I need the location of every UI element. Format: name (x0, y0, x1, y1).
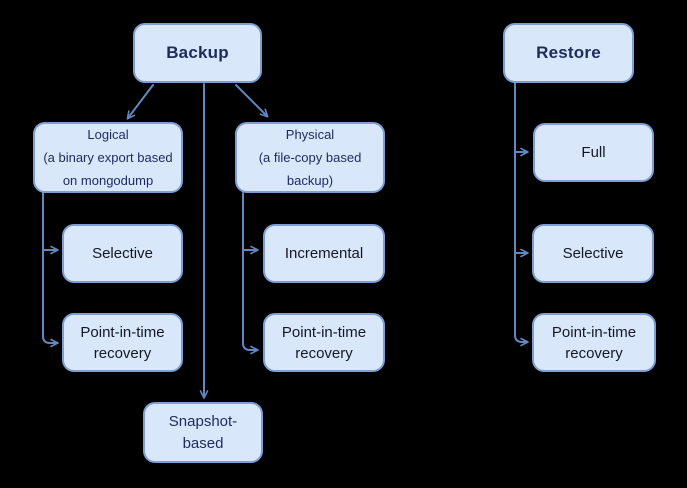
node-incremental: Incremental (263, 224, 385, 283)
node-incremental-label: Incremental (284, 245, 364, 262)
connector-backup-logical (126, 84, 154, 120)
connector-backup-physical (235, 84, 269, 118)
node-selective-restore-label: Selective (562, 245, 624, 262)
node-logical-title: Logical (87, 127, 129, 142)
node-selective-backup: Selective (62, 224, 183, 283)
node-logical-desc-line1: (a binary export based (43, 150, 173, 165)
node-restore: Restore (503, 23, 634, 83)
node-point-in-time-physical: Point-in-time recovery (263, 313, 385, 372)
node-point-in-time-restore-label: Point-in-time recovery (551, 323, 637, 362)
node-full-restore-label: Full (581, 144, 606, 161)
connector-restore-trunk-pit (514, 82, 529, 347)
node-backup: Backup (133, 23, 262, 83)
node-full-restore: Full (533, 123, 654, 182)
node-selective-restore: Selective (532, 224, 654, 283)
node-point-in-time-backup-label: Point-in-time recovery (80, 323, 165, 362)
node-snapshot-based-label: Snapshot-based (168, 412, 238, 452)
node-snapshot-based: Snapshot-based (143, 402, 263, 463)
node-point-in-time-physical-label: Point-in-time recovery (281, 323, 367, 362)
node-selective-backup-label: Selective (92, 245, 153, 262)
connector-logical-trunk-pit (42, 192, 59, 348)
node-point-in-time-backup: Point-in-time recovery (62, 313, 183, 372)
node-logical-desc-line2: on mongodump (62, 173, 154, 188)
node-physical-desc-line2: backup) (286, 173, 334, 188)
node-logical: Logical (a binary export based on mongod… (33, 122, 183, 193)
connector-physical-trunk-pit (242, 192, 259, 355)
node-physical: Physical (a file-copy based backup) (235, 122, 385, 193)
node-point-in-time-restore: Point-in-time recovery (532, 313, 656, 372)
node-physical-desc-line1: (a file-copy based (258, 150, 362, 165)
node-backup-label: Backup (166, 43, 229, 62)
node-physical-title: Physical (285, 127, 335, 142)
node-restore-label: Restore (536, 43, 601, 62)
